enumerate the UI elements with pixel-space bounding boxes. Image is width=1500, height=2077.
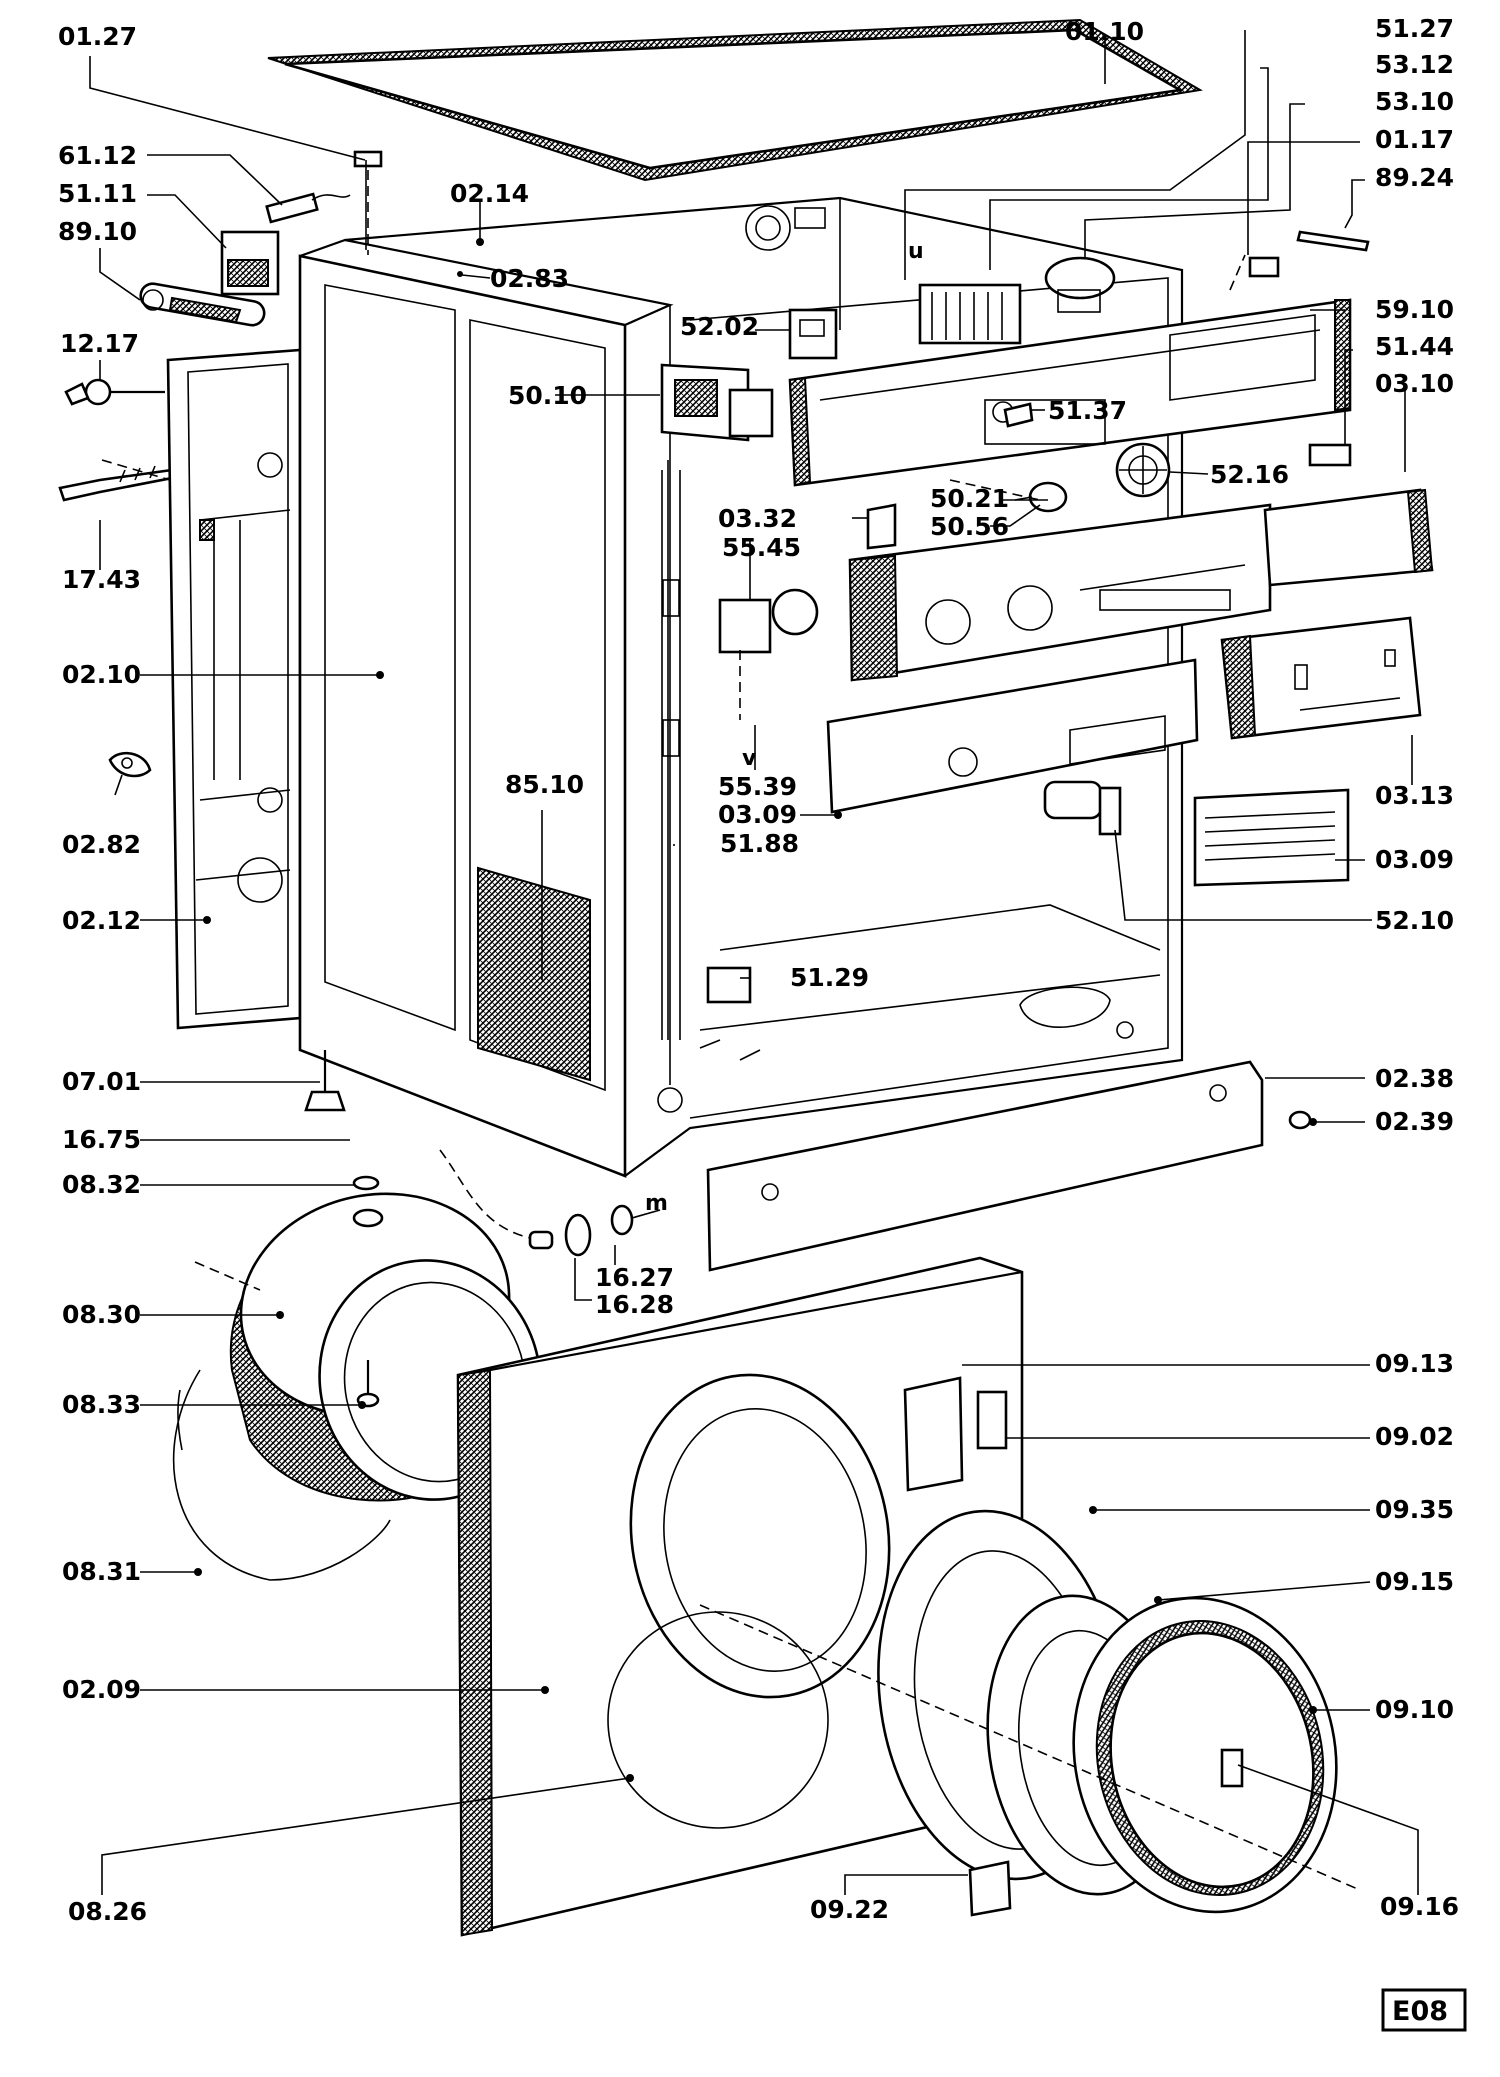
door-parts [699, 1509, 1361, 1917]
part-label-89-24: 89.24 [1375, 163, 1454, 192]
part-label-02-82: 02.82 [62, 830, 141, 859]
part-label-07-01: 07.01 [62, 1067, 141, 1096]
part-label-09-10: 09.10 [1375, 1695, 1454, 1724]
part-label-03-10: 03.10 [1375, 369, 1454, 398]
part-label-09-13: 09.13 [1375, 1349, 1454, 1378]
part-label-02-38: 02.38 [1375, 1064, 1454, 1093]
part-label-09-15: 09.15 [1375, 1567, 1454, 1596]
plinth-part [706, 1060, 1312, 1272]
part-label-02-14: 02.14 [450, 179, 529, 208]
part-label-01-27: 01.27 [58, 22, 137, 51]
part-label-02-10: 02.10 [62, 660, 141, 689]
part-label-03-09: 03.09 [718, 800, 797, 829]
internal-parts [661, 470, 752, 1040]
part-label-52-10: 52.10 [1375, 906, 1454, 935]
cabinet-side-panel-part [298, 238, 674, 1178]
part-label-03-13: 03.13 [1375, 781, 1454, 810]
part-label-09-16: 09.16 [1380, 1892, 1459, 1921]
left-side-panel-part [166, 348, 302, 1030]
part-label-08-30: 08.30 [62, 1300, 141, 1329]
part-label-08-31: 08.31 [62, 1557, 141, 1586]
part-label-89-10: 89.10 [58, 217, 137, 246]
part-label-52-02: 52.02 [680, 312, 759, 341]
top-cover-part [267, 18, 1203, 182]
part-label-16-28: 16.28 [595, 1290, 674, 1319]
small-parts-upper-left [58, 150, 383, 778]
hose-part [352, 1117, 661, 1257]
part-labels: 01.27 01.10 51.27 53.12 53.10 01.17 89.24 61.12… [58, 14, 1459, 1926]
part-label-09-22: 09.22 [810, 1895, 889, 1924]
leader-lines [89, 30, 1419, 1895]
part-label-01-10: 01.10 [1065, 17, 1144, 46]
control-facia-part [848, 488, 1434, 682]
part-label-53-10: 53.10 [1375, 87, 1454, 116]
diagram-code: E08 [1392, 1996, 1448, 2027]
part-label-12-17: 12.17 [60, 329, 139, 358]
part-label-02-09: 02.09 [62, 1675, 141, 1704]
guide-lines [101, 170, 1246, 720]
part-label-02-39: 02.39 [1375, 1107, 1454, 1136]
part-label-51-27: 51.27 [1375, 14, 1454, 43]
part-label-08-33: 08.33 [62, 1390, 141, 1419]
wire-marker-u: u [908, 239, 924, 264]
wire-marker-v: v [742, 746, 757, 771]
front-panel-part [456, 1256, 1024, 1937]
part-label-61-12: 61.12 [58, 141, 137, 170]
part-label-50-56: 50.56 [930, 512, 1009, 541]
part-label-59-10: 59.10 [1375, 295, 1454, 324]
part-label-03-32: 03.32 [718, 504, 797, 533]
part-label-09-35: 09.35 [1375, 1495, 1454, 1524]
part-label-51-44: 51.44 [1375, 332, 1454, 361]
part-label-85-10: 85.10 [505, 770, 584, 799]
part-label-51-11: 51.11 [58, 179, 137, 208]
part-label-03-09: 03.09 [1375, 845, 1454, 874]
detergent-drawer-part [1220, 616, 1422, 740]
part-label-08-26: 08.26 [68, 1897, 147, 1926]
part-label-17-43: 17.43 [62, 565, 141, 594]
controls-parts [660, 230, 1370, 654]
wire-marker-m: m [645, 1191, 668, 1216]
facia-lower-part [826, 658, 1199, 836]
part-label-01-17: 01.17 [1375, 125, 1454, 154]
part-label-09-02: 09.02 [1375, 1422, 1454, 1451]
part-label-51-29: 51.29 [790, 963, 869, 992]
wire-markers: u v m [645, 239, 924, 1216]
part-label-16-27: 16.27 [595, 1263, 674, 1292]
foot-part [304, 1050, 346, 1112]
part-label-02-83: 02.83 [490, 264, 569, 293]
part-label-16-75: 16.75 [62, 1125, 141, 1154]
part-label-53-12: 53.12 [1375, 50, 1454, 79]
part-label-51-37: 51.37 [1048, 396, 1127, 425]
diagram-code-box: E08 [1381, 1988, 1467, 2032]
part-label-52-16: 52.16 [1210, 460, 1289, 489]
part-label-55-39: 55.39 [718, 772, 797, 801]
part-label-51-88: 51.88 [720, 829, 799, 858]
part-label-50-10: 50.10 [508, 381, 587, 410]
part-label-02-12: 02.12 [62, 906, 141, 935]
part-label-50-21: 50.21 [930, 484, 1009, 513]
part-label-55-45: 55.45 [722, 533, 801, 562]
part-label-08-32: 08.32 [62, 1170, 141, 1199]
rating-plate-part [1193, 788, 1350, 887]
